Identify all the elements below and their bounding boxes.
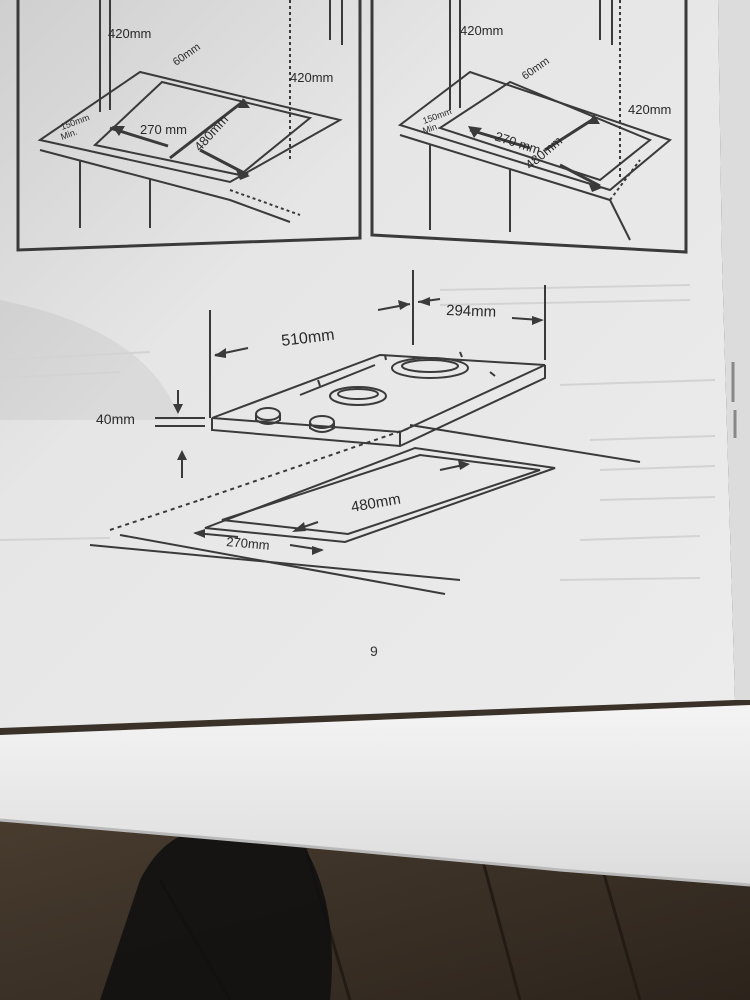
page-shadow (0, 300, 180, 420)
dark-shadow (100, 828, 332, 1000)
main-overall-width-label: 510mm (280, 327, 335, 350)
tr-height-right-label: 420mm (628, 102, 671, 117)
figure-top-right (370, 0, 688, 254)
tl-cutout-width-label: 270 mm (140, 122, 187, 137)
figure-main-hob (89, 270, 641, 595)
tl-height-right-label: 420mm (290, 70, 333, 85)
bleed-through-text (0, 284, 716, 581)
main-overall-depth-label: 294mm (446, 302, 497, 321)
binding-edge (718, 0, 750, 700)
tr-height-top-label: 420mm (460, 23, 503, 38)
main-arrowheads (173, 297, 544, 555)
figure-top-left (16, 0, 362, 252)
page-number: 9 (370, 643, 378, 659)
counter-shadow-line (0, 818, 750, 887)
main-thickness-label: 40mm (96, 411, 135, 427)
tl-height-top-label: 420mm (108, 26, 151, 41)
counter-edge (0, 705, 750, 885)
main-cutout-width-label: 270mm (226, 534, 271, 553)
